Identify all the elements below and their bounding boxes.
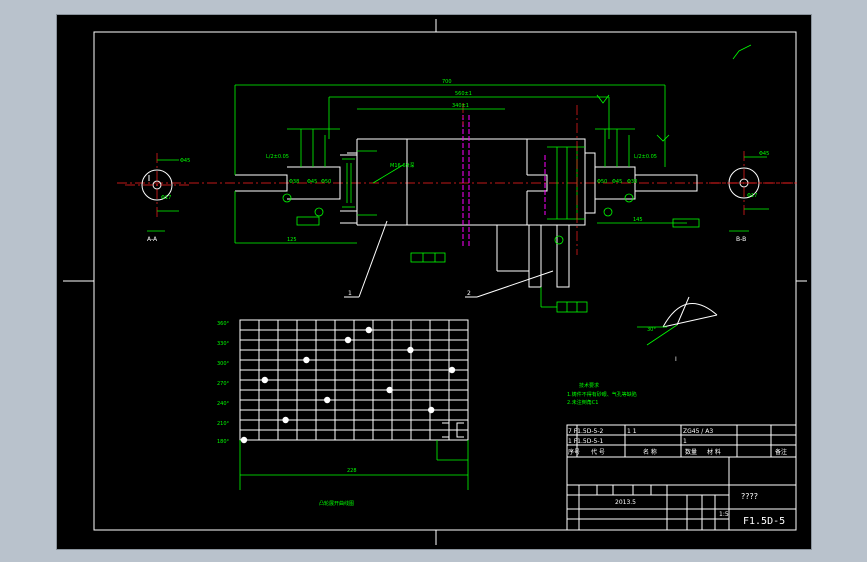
drawing-number: F1.5D-5 (743, 516, 785, 527)
svg-text:300°: 300° (217, 361, 230, 367)
svg-text:Φ38: Φ38 (289, 179, 299, 185)
svg-text:2: 2 (467, 290, 471, 297)
header-qty: 数量 (685, 448, 697, 456)
svg-text:Φ50: Φ50 (597, 179, 607, 185)
scale-value: 1:5 (719, 511, 729, 518)
cad-viewport[interactable]: 700 560±1 340±1 L/2±0.05 Φ38 Φ45 Φ50 L/2… (56, 14, 812, 550)
tolerance-frames (296, 216, 700, 313)
cam-grid (240, 320, 468, 440)
cam-point (282, 416, 289, 424)
svg-text:145: 145 (633, 217, 643, 223)
svg-text:210°: 210° (217, 421, 230, 427)
cam-points (240, 326, 456, 444)
svg-text:Φ45: Φ45 (180, 158, 190, 164)
part-row-1-code: 1 F1.5D-5-1 (568, 438, 603, 445)
cam-point (303, 356, 310, 364)
date-code: 2013.5 (615, 499, 636, 506)
cam-point (261, 376, 268, 384)
svg-text:240°: 240° (217, 401, 230, 407)
svg-text:Φ17: Φ17 (161, 195, 171, 201)
svg-text:Φ45: Φ45 (612, 179, 622, 185)
svg-text:Φ17: Φ17 (747, 193, 757, 199)
svg-text:30°: 30° (647, 327, 656, 333)
header-material: 材 料 (707, 448, 721, 456)
section-a-label: A-A (147, 236, 158, 243)
cam-point (240, 436, 248, 444)
svg-text:1.铸件不得有砂眼、气孔等缺陷: 1.铸件不得有砂眼、气孔等缺陷 (567, 391, 637, 398)
part-row-1-qty: 1 (683, 438, 687, 445)
svg-text:技术要求: 技术要求 (579, 382, 599, 389)
part-row-2-qty: 1 1 (627, 428, 637, 435)
svg-text:180°: 180° (217, 439, 230, 445)
svg-text:228: 228 (347, 468, 357, 474)
section-view-left: Φ45 Φ17 A-A (125, 153, 190, 243)
part-row-2-code: 7 F1.5D-5-2 (568, 428, 603, 435)
svg-text:Φ38: Φ38 (627, 179, 637, 185)
cam-point (428, 406, 435, 414)
drawing-name: ???? (741, 492, 758, 501)
svg-text:L/2±0.05: L/2±0.05 (634, 154, 657, 160)
cam-point (448, 366, 456, 374)
svg-text:1: 1 (348, 290, 352, 297)
svg-text:700: 700 (442, 79, 452, 85)
svg-text:Φ50: Φ50 (321, 179, 331, 185)
svg-text:2.未注倒角C1: 2.未注倒角C1 (567, 399, 598, 406)
header-code: 代 号 (591, 448, 605, 456)
header-seq: 序号 (568, 448, 580, 456)
svg-text:L/2±0.05: L/2±0.05 (266, 154, 289, 160)
left-hatch (342, 150, 377, 216)
shaft-part (235, 138, 698, 288)
cam-point (344, 336, 352, 344)
cam-point (386, 386, 393, 394)
cad-drawing: 700 560±1 340±1 L/2±0.05 Φ38 Φ45 Φ50 L/2… (63, 19, 807, 545)
svg-text:330°: 330° (217, 341, 230, 347)
svg-text:Φ45: Φ45 (307, 179, 317, 185)
svg-text:340±1: 340±1 (452, 103, 469, 109)
detail-view: 30° I (637, 296, 718, 363)
cam-point (324, 396, 331, 404)
cam-point (407, 346, 414, 354)
svg-text:560±1: 560±1 (455, 91, 472, 97)
dimensions: 700 560±1 340±1 L/2±0.05 Φ38 Φ45 Φ50 L/2… (234, 79, 687, 244)
svg-text:125: 125 (287, 237, 297, 243)
header-remark: 备注 (775, 448, 787, 456)
svg-text:M16-6H深: M16-6H深 (390, 162, 414, 169)
cam-labels: 360° 330° 300° 270° 240° 210° 180° 228 凸… (217, 321, 469, 507)
header-name: 名 称 (643, 448, 657, 456)
svg-text:270°: 270° (217, 381, 230, 387)
svg-text:360°: 360° (217, 321, 230, 327)
section-view-right: Φ45 Φ17 B-B (709, 151, 797, 243)
section-b-label: B-B (736, 236, 746, 243)
part-row-2-material: ZG45 / A3 (683, 428, 713, 435)
svg-text:凸轮展开曲线图: 凸轮展开曲线图 (319, 500, 354, 507)
cam-point (365, 326, 372, 334)
svg-text:Φ45: Φ45 (759, 151, 769, 157)
tech-notes: 技术要求 1.铸件不得有砂眼、气孔等缺陷 2.未注倒角C1 (567, 382, 637, 406)
detail-label: I (675, 356, 677, 363)
title-block: 7 F1.5D-5-2 1 1 ZG45 / A3 1 F1.5D-5-1 1 … (566, 424, 797, 531)
